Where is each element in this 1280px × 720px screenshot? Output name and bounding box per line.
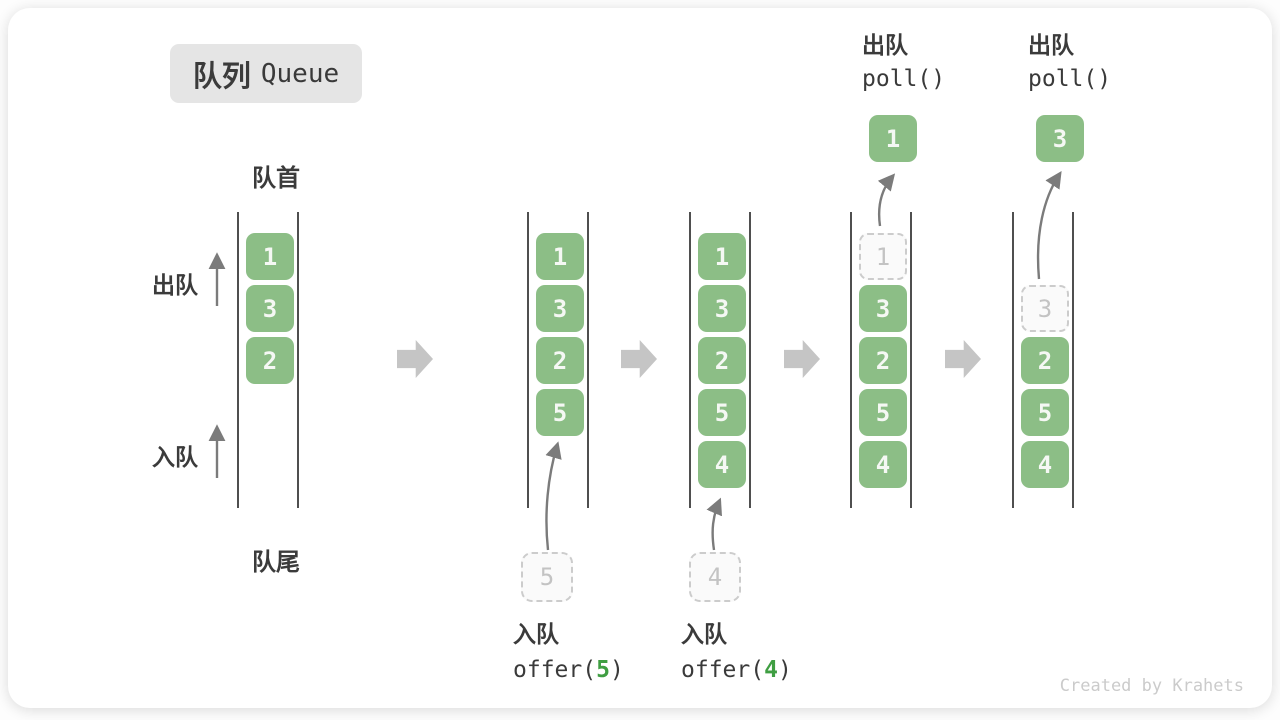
queue-front-label: 队首 — [252, 165, 300, 192]
queue-element: 2 — [246, 337, 294, 384]
op-code: poll() — [1028, 66, 1112, 92]
removed-element-ghost: 1 — [859, 233, 907, 280]
queue-element: 3 — [859, 285, 907, 332]
queue-element: 1 — [698, 233, 746, 280]
queue-element: 4 — [698, 441, 746, 488]
incoming-element-ghost: 4 — [689, 552, 741, 602]
queue-element: 5 — [859, 389, 907, 436]
watermark: Created by Krahets — [1059, 676, 1244, 696]
incoming-element-ghost: 5 — [521, 552, 573, 602]
queue-element: 2 — [1021, 337, 1069, 384]
queue-element: 4 — [859, 441, 907, 488]
queue-state-5: 3 2 5 4 — [1012, 212, 1074, 508]
flow-arrow-icon — [784, 340, 820, 378]
title-zh: 队列 — [192, 60, 251, 93]
popped-element: 1 — [869, 115, 917, 162]
queue-state-4: 1 3 2 5 4 — [850, 212, 912, 508]
code-open: offer( — [681, 657, 765, 683]
dequeue-label: 出队 — [152, 272, 198, 298]
diagram-canvas: 队列 Queue 队首 队尾 出队 入队 1 3 2 1 3 2 5 5 入队 … — [8, 8, 1272, 708]
queue-element: 2 — [859, 337, 907, 384]
queue-element: 5 — [698, 389, 746, 436]
op-action: 入队 — [513, 621, 559, 647]
queue-element: 1 — [536, 233, 584, 280]
enqueue-4-op-label: 入队 offer(4) — [681, 616, 792, 688]
op-code: offer(5) — [513, 652, 624, 688]
op-code: poll() — [862, 66, 946, 92]
title-badge: 队列 Queue — [170, 44, 362, 103]
popped-element: 3 — [1036, 115, 1084, 162]
queue-element: 4 — [1021, 441, 1069, 488]
enqueue-4-move-arrow-icon — [706, 497, 722, 551]
enqueue-label: 入队 — [152, 444, 198, 470]
flow-arrow-icon — [945, 340, 981, 378]
queue-element: 1 — [246, 233, 294, 280]
removed-element-ghost: 3 — [1021, 285, 1069, 332]
title-en: Queue — [260, 58, 340, 89]
code-close: ) — [777, 657, 792, 683]
code-arg: 5 — [596, 657, 610, 683]
queue-element: 3 — [246, 285, 294, 332]
op-action: 出队 — [1028, 32, 1074, 58]
op-action: 入队 — [681, 621, 727, 647]
flow-arrow-icon — [397, 340, 433, 378]
op-code: offer(4) — [681, 652, 792, 688]
queue-element: 5 — [536, 389, 584, 436]
dequeue-1-op-label: 出队 poll() — [862, 28, 945, 96]
dequeue-3-op-label: 出队 poll() — [1028, 28, 1111, 96]
op-action: 出队 — [862, 32, 908, 58]
enqueue-5-op-label: 入队 offer(5) — [513, 616, 624, 688]
code-arg: 4 — [764, 657, 778, 683]
queue-element: 2 — [536, 337, 584, 384]
queue-element: 2 — [698, 337, 746, 384]
flow-arrow-icon — [621, 340, 657, 378]
queue-state-3: 1 3 2 5 4 — [689, 212, 751, 508]
queue-state-1: 1 3 2 — [237, 212, 299, 508]
queue-element: 3 — [536, 285, 584, 332]
code-close: ) — [609, 657, 624, 683]
code-open: offer( — [513, 657, 597, 683]
queue-state-2: 1 3 2 5 — [527, 212, 589, 508]
queue-element: 3 — [698, 285, 746, 332]
queue-rear-label: 队尾 — [252, 549, 300, 576]
queue-element: 5 — [1021, 389, 1069, 436]
